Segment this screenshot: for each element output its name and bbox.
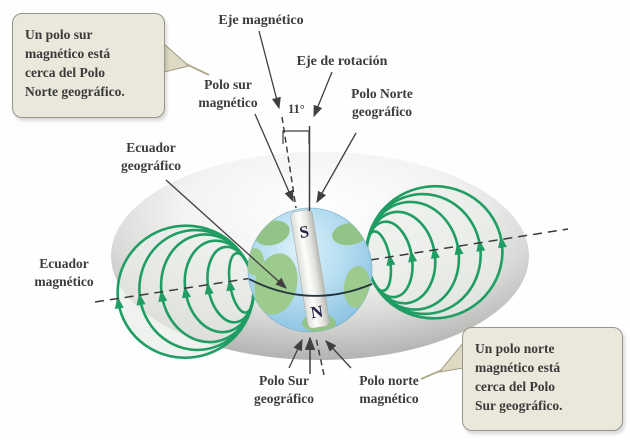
label-north-magnetic-pole: Polo norte magnético — [359, 372, 419, 408]
label-line: Ecuador — [39, 256, 89, 271]
label-rotation-axis: Eje de rotación — [296, 54, 388, 69]
label-line: geográfico — [254, 390, 314, 406]
label-line: magnético — [34, 273, 94, 289]
magnetic-field-lines — [114, 184, 507, 360]
callout-south-magnetic-pole: Un polo sur magnético está cerca del Pol… — [12, 13, 165, 118]
label-line: geográfico — [121, 157, 181, 173]
geographic-equator-line — [248, 278, 373, 297]
callout-right-line: magnético está — [475, 360, 561, 375]
angle-bracket — [282, 130, 310, 144]
label-line: magnético — [359, 390, 419, 406]
label-geographic-south-pole: Polo Sur geográfico — [254, 372, 314, 408]
magnetic-equator-line — [94, 228, 569, 303]
label-magnetic-axis: Eje magnético — [218, 13, 304, 28]
magnet-pole-n: N — [309, 302, 325, 323]
label-line: Polo sur — [204, 77, 252, 92]
label-axis-angle: 11° — [288, 102, 305, 116]
label-line: Polo Norte — [351, 86, 413, 101]
label-geographic-equator: Ecuador geográfico — [121, 139, 181, 175]
magnet-pole-s: S — [298, 222, 310, 242]
label-line: magnético — [198, 94, 258, 110]
label-line: geográfico — [352, 103, 412, 119]
callout-right-line: Sur geográfico. — [475, 398, 563, 413]
callout-left-line: Norte geográfico. — [25, 84, 125, 99]
callout-left-line: magnético está — [25, 46, 111, 61]
callout-north-magnetic-pole: Un polo norte magnético está cerca del P… — [462, 327, 623, 431]
label-geographic-north-pole: Polo Norte geográfico — [351, 85, 413, 121]
callout-right-line: Un polo norte — [475, 341, 555, 356]
label-line: Polo Sur — [259, 373, 309, 388]
callout-left-line: cerca del Polo — [25, 65, 105, 80]
label-south-magnetic-pole: Polo sur magnético — [198, 76, 257, 112]
label-line: Polo norte — [359, 373, 419, 388]
label-pointer-arrows — [165, 30, 357, 369]
label-line: Ecuador — [126, 140, 176, 155]
callout-left-line: Un polo sur — [25, 27, 93, 42]
magnetic-axis-line — [281, 116, 325, 376]
callout-right-line: cerca del Polo — [475, 379, 555, 394]
bar-magnet: S N — [290, 209, 330, 329]
callout-tails — [163, 42, 465, 380]
earth-globe: S N — [247, 207, 373, 333]
label-magnetic-equator: Ecuador magnético — [34, 255, 93, 291]
